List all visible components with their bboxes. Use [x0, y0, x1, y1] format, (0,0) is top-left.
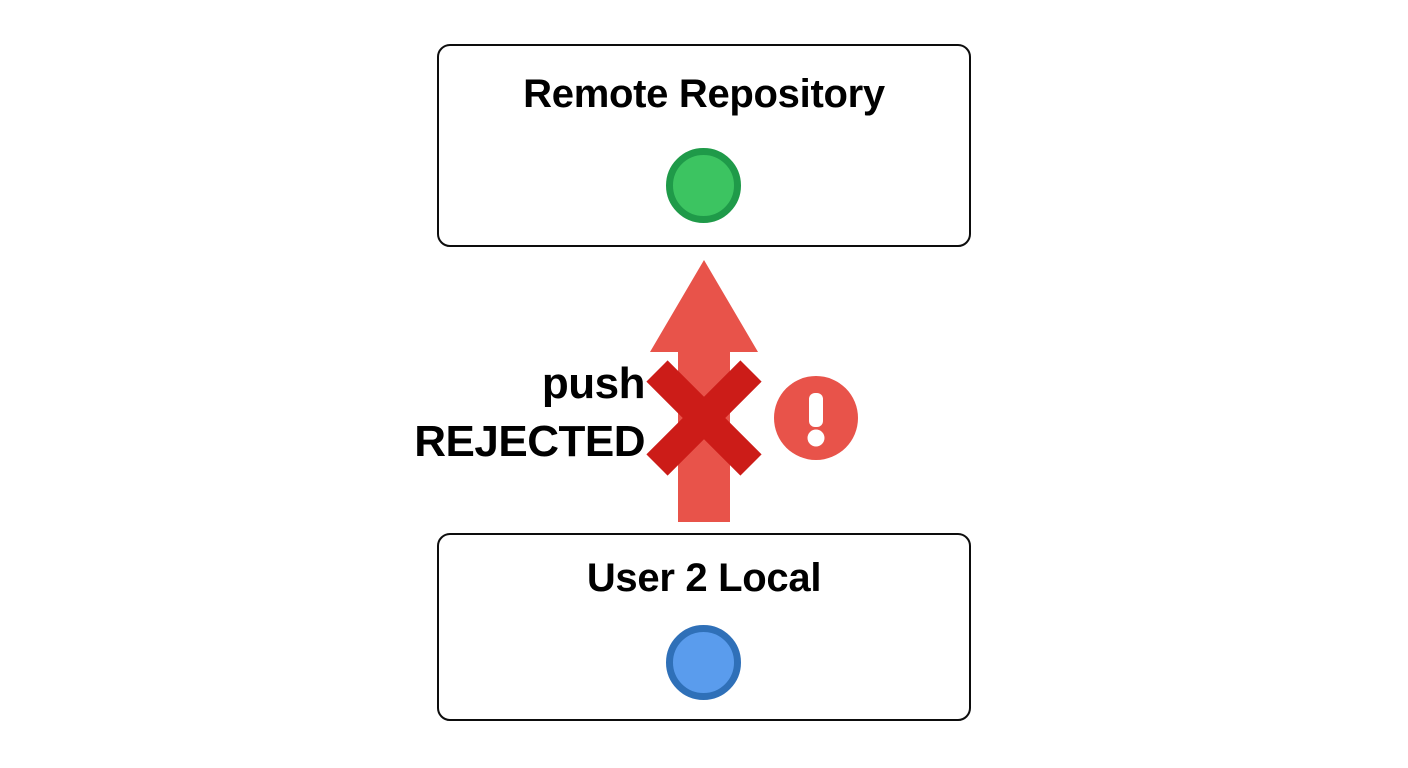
push-label-line-2: REJECTED — [414, 417, 645, 466]
remote-commit-dot-icon — [666, 148, 741, 223]
up-arrow-icon — [650, 260, 758, 522]
local-commit-dot-icon — [666, 625, 741, 700]
remote-repository-title: Remote Repository — [523, 72, 885, 116]
x-cross-icon — [646, 360, 762, 476]
push-label-line-1: push — [541, 359, 646, 408]
exclamation-circle-icon — [774, 376, 858, 460]
user-2-local-title: User 2 Local — [586, 556, 822, 600]
push-rejected-label: push REJECTED — [300, 362, 645, 464]
